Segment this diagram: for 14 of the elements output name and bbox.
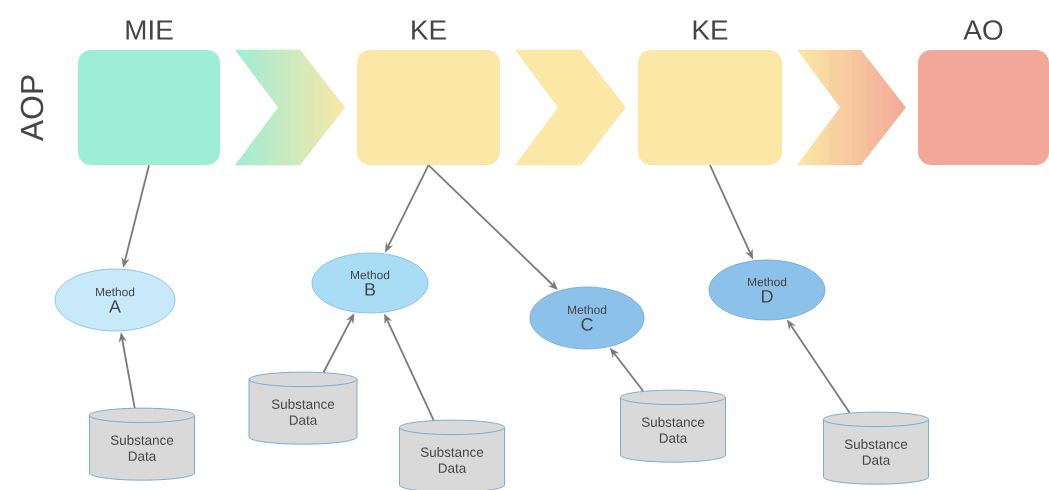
box-heading: KE [693,20,728,40]
chevron-arrow [515,49,626,166]
arrow [427,164,558,290]
box-heading: MIE [126,20,173,40]
database-cylinder: Substance Data [620,389,726,463]
box-heading: AO [963,20,1003,40]
database-cylinder: Substance Data [823,411,929,485]
chevron-arrow [797,49,906,166]
database-cylinder: Substance Data [89,407,195,481]
database-cylinder: Substance Data [248,371,358,445]
chevron-arrow [235,49,345,166]
side-label: AOP [20,75,44,142]
database-cylinder: Substance Data [399,419,505,490]
box-heading: KE [412,20,446,40]
